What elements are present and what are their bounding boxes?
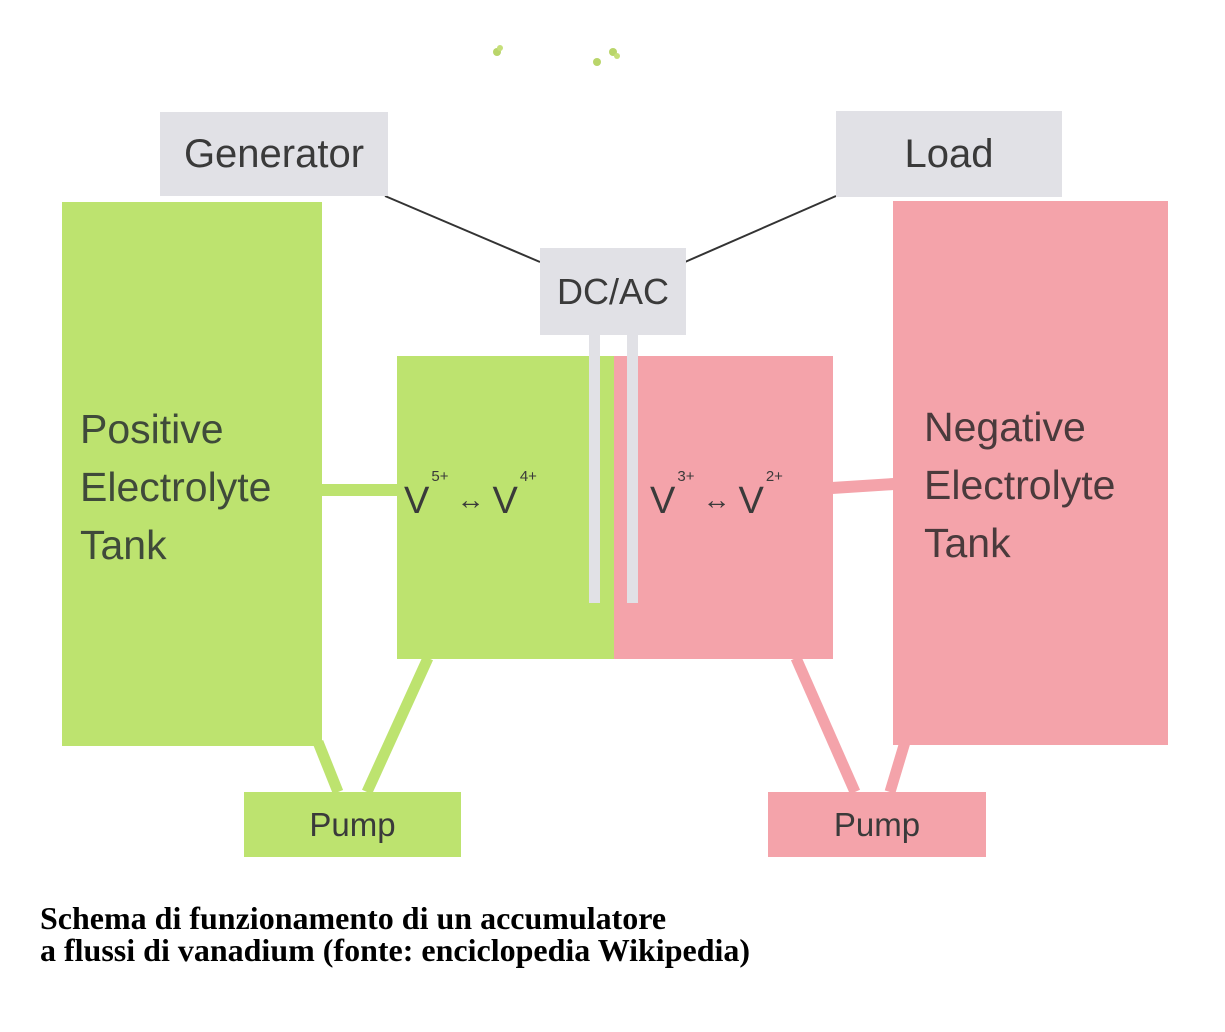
negative-cell-reaction: V3+↔V2+ [650, 468, 783, 523]
positive-charge-a: 5+ [431, 468, 449, 485]
positive-pump-label: Pump [309, 805, 396, 843]
positive-ion-a: V [404, 480, 430, 522]
converter-label: DC/AC [556, 270, 669, 312]
generator-label: Generator [183, 131, 365, 176]
negative-half-cell [614, 356, 833, 659]
negative-cell-to-pump [790, 655, 861, 795]
negative-ion-a: V [650, 480, 676, 522]
negative-tank-line-3: Tank [924, 520, 1011, 566]
positive-tank-line-3: Tank [80, 522, 167, 568]
negative-pump-label: Pump [833, 805, 921, 843]
positive-tank-to-pump [312, 739, 344, 795]
negative-pump: Pump [768, 792, 986, 857]
negative-ion-b: V [738, 480, 764, 522]
positive-charge-b: 4+ [519, 468, 537, 485]
negative-charge-a: 3+ [677, 468, 695, 485]
positive-half-cell [397, 356, 614, 659]
positive-electrolyte-tank [62, 202, 322, 746]
negative-reaction-arrow: ↔ [702, 484, 731, 515]
negative-pump-to-tank [884, 740, 911, 794]
positive-ion-b: V [492, 480, 518, 522]
negative-tank-label: Negative Electrolyte Tank [924, 398, 1115, 572]
negative-charge-b: 2+ [765, 468, 783, 485]
positive-cell-reaction: V5+↔V4+ [404, 468, 537, 523]
load-wire [684, 195, 837, 263]
negative-feed-pipe [831, 478, 895, 494]
positive-tank-line-2: Electrolyte [80, 464, 272, 510]
figure-caption: Schema di funzionamento di un accumulato… [40, 902, 750, 966]
positive-pump-to-cell [361, 655, 434, 795]
load-box: Load [836, 111, 1062, 197]
negative-electrode [627, 335, 638, 603]
load-label: Load [904, 131, 994, 176]
positive-reaction-arrow: ↔ [456, 484, 485, 515]
negative-tank-line-1: Negative [924, 404, 1086, 450]
negative-tank-line-2: Electrolyte [924, 462, 1116, 508]
negative-electrolyte-tank [893, 201, 1168, 745]
positive-tank-line-1: Positive [80, 406, 224, 452]
positive-tank-label: Positive Electrolyte Tank [80, 400, 271, 574]
caption-line-1: Schema di funzionamento di un accumulato… [40, 900, 667, 936]
generator-box: Generator [160, 112, 388, 196]
positive-electrode [589, 335, 600, 603]
converter-box: DC/AC [540, 248, 686, 335]
positive-pump: Pump [244, 792, 461, 857]
generator-wire [384, 195, 541, 263]
caption-line-2: a flussi di vanadium (fonte: enciclopedi… [40, 932, 751, 968]
scan-specks [493, 45, 620, 66]
